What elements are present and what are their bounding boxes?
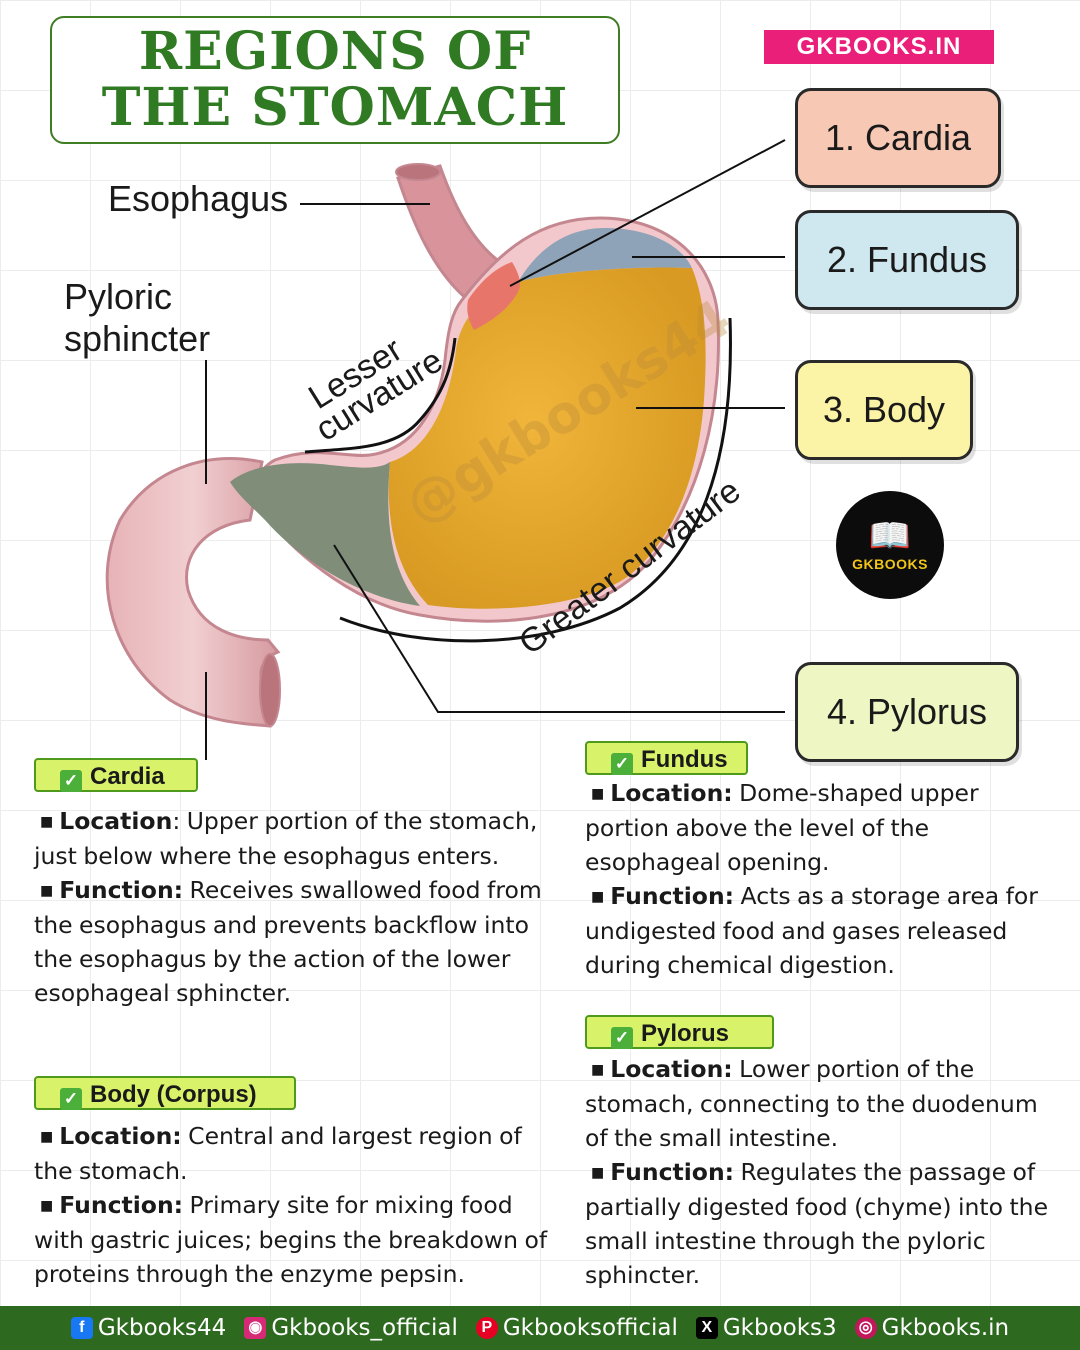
page-title-line1: REGIONS OF [138,21,532,82]
section-title-body: Body (Corpus) [90,1081,257,1108]
function-text: Receives swallowed food from the esophag… [34,876,542,1007]
gkbooks-logo: 📖 GKBOOKS [836,491,944,599]
section-title-cardia: Cardia [90,763,165,790]
pylorus-region [230,462,420,606]
pinterest-icon: P [475,1317,498,1339]
function-paragraph: ■ Function: Receives swallowed food from … [34,873,554,1010]
bullet-icon: ■ [591,1062,605,1078]
pyloric-label-line1: Pyloric [64,276,173,317]
location-text: Lower portion of the stomach, connecting… [585,1055,1038,1152]
function-label: Function: [610,1158,735,1186]
section-text-pylorus: ■ Location: Lower portion of the stomach,… [585,1052,1055,1292]
section-tag-fundus: ✓ Fundus [585,741,748,775]
page-title-line2: THE STOMACH [101,77,569,138]
check-icon: ✓ [611,1027,633,1049]
check-icon: ✓ [611,753,633,775]
bullet-icon: ■ [591,889,605,905]
esophagus-label: Esophagus [108,178,289,219]
facebook-icon: f [70,1317,93,1339]
location-label: Location [59,807,173,835]
function-label: Function: [59,876,184,904]
region-box-body: 3. Body [795,360,973,460]
bullet-icon: ■ [40,1198,54,1214]
region-box-cardia: 1. Cardia [795,88,1001,188]
region-box-pylorus: 4. Pylorus [795,662,1019,762]
title-box: REGIONS OF THE STOMACH [50,16,620,144]
social-pinterest[interactable]: P Gkbooksofficial [475,1315,678,1341]
section-text-body: ■ Location: Central and largest region of… [34,1119,554,1291]
location-paragraph: ■ Location: Lower portion of the stomach,… [585,1052,1055,1155]
location-paragraph: ■ Location: Dome-shaped upper portion abo… [585,776,1055,879]
website-link: Gkbooks.in [881,1315,1010,1341]
location-label: Location: [610,779,733,807]
social-website[interactable]: ◎ Gkbooks.in [854,1315,1010,1341]
pyloric-label-line2: sphincter [64,318,211,359]
instagram-handle: Gkbooks_official [271,1315,458,1341]
bullet-icon: ■ [591,786,605,802]
section-title-fundus: Fundus [641,746,728,773]
location-label: Location: [59,1122,182,1150]
stomach-diagram: Lesser curvature Greater curvature @gkbo… [105,139,786,760]
function-paragraph: ■ Function: Acts as a storage area for un… [585,879,1055,982]
pinterest-handle: Gkbooksofficial [502,1315,678,1341]
location-text: Central and largest region of the stomac… [34,1122,522,1185]
leader-cardia [509,139,786,287]
function-label: Function: [610,882,735,910]
function-paragraph: ■ Function: Primary site for mixing food … [34,1188,554,1291]
location-text: Dome-shaped upper portion above the leve… [585,779,979,876]
duodenum-shape [105,457,281,728]
location-text: : Upper portion of the stomach, just bel… [34,807,538,870]
section-tag-body: ✓ Body (Corpus) [34,1076,296,1110]
facebook-handle: Gkbooks44 [97,1315,227,1341]
section-text-cardia: ■ Location: Upper portion of the stomach,… [34,804,554,1010]
function-text: Acts as a storage area for undigested fo… [585,882,1038,979]
brand-tag: GKBOOKS.IN [764,30,994,64]
x-icon: X [695,1317,718,1339]
location-paragraph: ■ Location: Upper portion of the stomach,… [34,804,554,873]
open-book-icon: 📖 [868,516,912,556]
section-tag-cardia: ✓ Cardia [34,758,198,792]
location-paragraph: ■ Location: Central and largest region of… [34,1119,554,1188]
location-label: Location: [610,1055,733,1083]
bullet-icon: ■ [591,1165,605,1181]
instagram-icon: ◉ [244,1317,267,1339]
section-text-fundus: ■ Location: Dome-shaped upper portion abo… [585,776,1055,982]
check-icon: ✓ [60,770,82,792]
social-footer: f Gkbooks44 ◉ Gkbooks_official P Gkbooks… [0,1306,1080,1350]
bullet-icon: ■ [40,1129,54,1145]
bullet-icon: ■ [40,883,54,899]
region-box-fundus: 2. Fundus [795,210,1019,310]
function-label: Function: [59,1191,184,1219]
cardia-region [467,262,520,330]
social-x[interactable]: X Gkbooks3 [695,1315,837,1341]
fundus-region [518,228,692,282]
logo-text: GKBOOKS [852,556,928,572]
greater-curvature-arc [339,317,732,643]
section-tag-pylorus: ✓ Pylorus [585,1015,774,1049]
social-instagram[interactable]: ◉ Gkbooks_official [244,1315,458,1341]
body-region [388,267,706,609]
function-text: Primary site for mixing food with gastri… [34,1191,548,1288]
function-paragraph: ■ Function: Regulates the passage of part… [585,1155,1055,1292]
x-handle: Gkbooks3 [722,1315,837,1341]
lesser-curvature-arc [304,337,457,454]
bullet-icon: ■ [40,814,54,830]
function-text: Regulates the passage of partially diges… [585,1158,1049,1289]
globe-icon: ◎ [854,1317,877,1339]
leader-pylorus [333,544,785,713]
pyloric-sphincter-label: Pyloric sphincter [64,276,210,360]
section-title-pylorus: Pylorus [641,1020,730,1047]
social-facebook[interactable]: f Gkbooks44 [70,1315,227,1341]
check-icon: ✓ [60,1088,82,1110]
